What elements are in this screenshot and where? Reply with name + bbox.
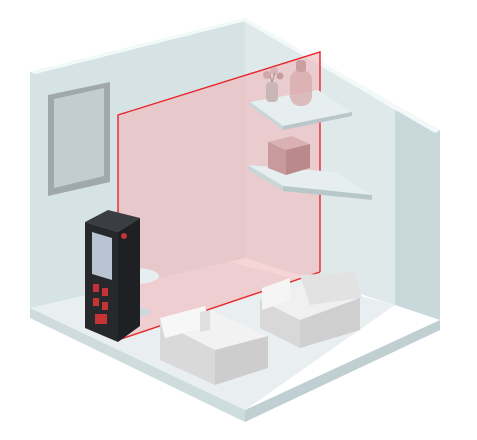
right-wall-top-edge — [245, 18, 440, 133]
glass-jar — [290, 60, 312, 106]
floor-edge — [30, 308, 245, 422]
floor-edge-right — [245, 320, 440, 422]
left-wall-top-edge — [30, 18, 250, 74]
right-wall — [395, 110, 440, 320]
laser-plane — [118, 52, 320, 340]
front-armchair — [160, 306, 268, 385]
lower-shelf — [248, 165, 372, 200]
laser-distance-meter — [85, 210, 140, 342]
wall-picture — [48, 82, 110, 196]
vase-with-flowers — [263, 67, 284, 102]
device-screen — [92, 232, 112, 280]
back-armchair — [260, 272, 362, 348]
storage-box — [268, 136, 310, 175]
